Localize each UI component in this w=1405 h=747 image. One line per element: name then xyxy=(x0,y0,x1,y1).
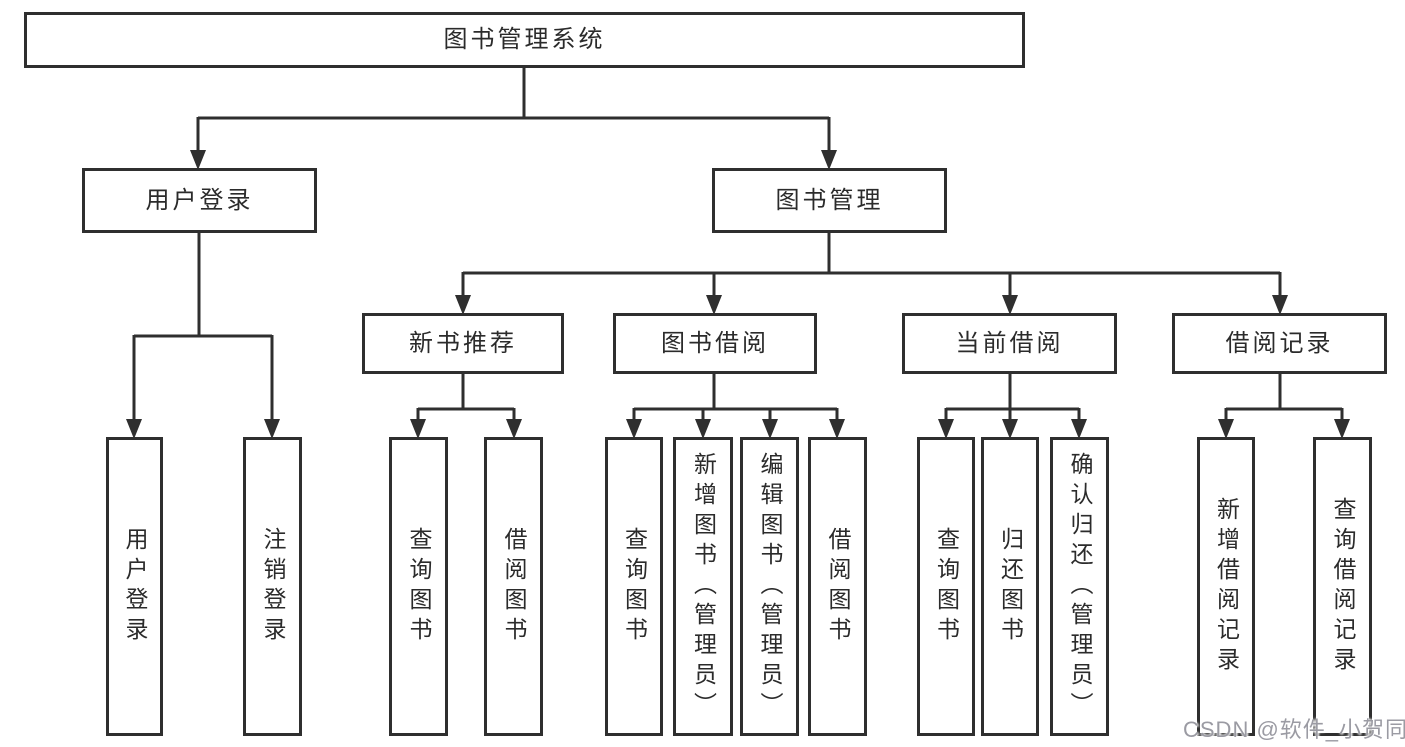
leaf-return-books-label: 归还图书 xyxy=(997,526,1024,647)
node-user-login-branch: 用户登录 xyxy=(82,168,317,233)
leaf-borrow-books-borrowing-label: 借阅图书 xyxy=(825,526,851,647)
leaf-borrow-books-recommend: 借阅图书 xyxy=(484,437,543,736)
node-book-management-branch: 图书管理 xyxy=(712,168,947,233)
node-book-management-branch-label: 图书管理 xyxy=(775,186,884,214)
leaf-edit-book-admin: 编辑图书（管理员） xyxy=(740,437,799,736)
leaf-query-borrow-record: 查询借阅记录 xyxy=(1313,437,1372,736)
leaf-confirm-return-admin: 确认归还（管理员） xyxy=(1050,437,1109,736)
node-book-borrowing: 图书借阅 xyxy=(613,313,817,374)
leaf-logout-label: 注销登录 xyxy=(260,526,286,647)
node-user-login-branch-label: 用户登录 xyxy=(145,186,254,214)
node-new-book-recommend-label: 新书推荐 xyxy=(409,329,517,357)
node-book-borrowing-label: 图书借阅 xyxy=(661,329,769,357)
node-current-borrowing-label: 当前借阅 xyxy=(955,329,1064,357)
csdn-watermark: CSDN @软件_小贺同学 xyxy=(1183,717,1405,742)
node-borrowing-records-label: 借阅记录 xyxy=(1225,329,1334,357)
node-new-book-recommend: 新书推荐 xyxy=(362,313,564,374)
node-current-borrowing: 当前借阅 xyxy=(902,313,1117,374)
leaf-add-borrow-record-label: 新增借阅记录 xyxy=(1213,496,1240,677)
leaf-logout: 注销登录 xyxy=(243,437,302,736)
leaf-add-borrow-record: 新增借阅记录 xyxy=(1197,437,1255,736)
leaf-query-books-current-label: 查询图书 xyxy=(933,526,960,647)
leaf-query-books-borrowing-label: 查询图书 xyxy=(621,526,648,647)
leaf-query-books-recommend: 查询图书 xyxy=(389,437,448,736)
leaf-query-books-borrowing: 查询图书 xyxy=(605,437,663,736)
leaf-query-books-recommend-label: 查询图书 xyxy=(406,526,432,647)
leaf-user-login: 用户登录 xyxy=(106,437,163,736)
leaf-add-book-admin: 新增图书（管理员） xyxy=(673,437,733,736)
leaf-edit-book-admin-label: 编辑图书（管理员） xyxy=(757,451,783,722)
leaf-return-books: 归还图书 xyxy=(981,437,1039,736)
leaf-user-login-label: 用户登录 xyxy=(122,526,148,647)
leaf-add-book-admin-label: 新增图书（管理员） xyxy=(690,451,717,722)
node-borrowing-records: 借阅记录 xyxy=(1172,313,1387,374)
node-root: 图书管理系统 xyxy=(24,12,1025,68)
leaf-borrow-books-recommend-label: 借阅图书 xyxy=(501,526,527,647)
leaf-borrow-books-borrowing: 借阅图书 xyxy=(808,437,867,736)
node-root-label: 图书管理系统 xyxy=(443,26,606,53)
leaf-query-books-current: 查询图书 xyxy=(917,437,975,736)
leaf-confirm-return-admin-label: 确认归还（管理员） xyxy=(1067,451,1093,722)
leaf-query-borrow-record-label: 查询借阅记录 xyxy=(1330,496,1356,677)
